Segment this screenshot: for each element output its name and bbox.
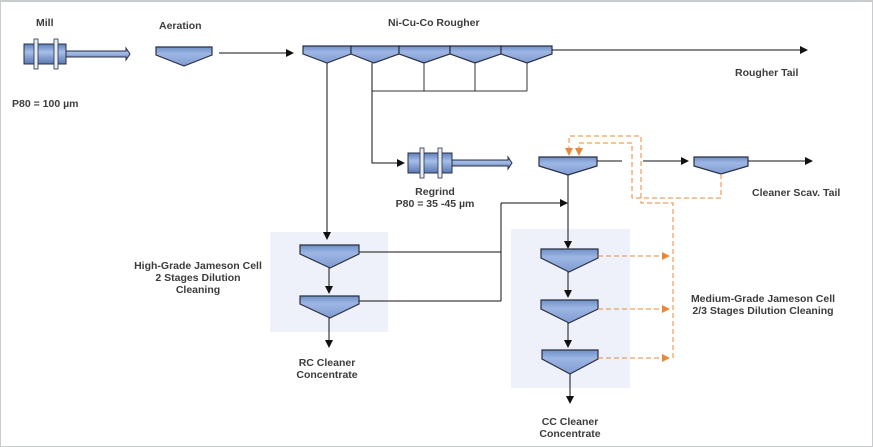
cleaner-scav-tail-label: Cleaner Scav. Tail — [752, 187, 841, 199]
cc-concentrate-line-2: Concentrate — [539, 428, 601, 440]
medium-grade-line-2: 2/3 Stages Dilution Cleaning — [692, 305, 834, 317]
rougher-tail-label: Rougher Tail — [735, 67, 799, 79]
high-grade-tails-lines — [359, 203, 502, 302]
rougher-bank — [302, 45, 553, 64]
high-grade-line-3: Cleaning — [175, 284, 221, 296]
medium-grade-label: Medium-Grade Jameson Cell 2/3 Stages Dil… — [683, 293, 843, 317]
medium-grade-line-1: Medium-Grade Jameson Cell — [690, 293, 836, 305]
mill-label: Mill — [36, 17, 54, 29]
high-grade-stage-1 — [299, 244, 360, 269]
regrind-label: Regrind P80 = 35 -45 µm — [385, 186, 485, 210]
regrind-mill-icon — [407, 147, 513, 179]
medium-grade-stage-3 — [541, 349, 599, 375]
medium-grade-stage-2 — [540, 299, 599, 324]
rc-concentrate-line-1: RC Cleaner — [298, 357, 356, 369]
aeration-cell — [155, 46, 213, 67]
cleaner-cell — [538, 156, 598, 176]
cleaner-scavenger-cell — [693, 156, 749, 175]
mill-icon — [23, 38, 131, 70]
high-grade-label: High-Grade Jameson Cell 2 Stages Dilutio… — [128, 260, 268, 296]
rougher-label: Ni-Cu-Co Rougher — [388, 17, 480, 29]
high-grade-line-1: High-Grade Jameson Cell — [134, 260, 262, 272]
mill-spec: P80 = 100 µm — [12, 98, 79, 110]
regrind-name: Regrind — [415, 186, 455, 198]
high-grade-stage-2 — [299, 295, 360, 319]
recycle-lines — [565, 135, 722, 362]
medium-grade-stage-1 — [540, 248, 599, 273]
flow-rougher-to-regrind — [371, 63, 405, 167]
aeration-label: Aeration — [159, 20, 202, 32]
rc-concentrate-label: RC Cleaner Concentrate — [277, 357, 377, 381]
regrind-spec: P80 = 35 -45 µm — [395, 198, 475, 210]
cc-concentrate-label: CC Cleaner Concentrate — [520, 416, 620, 440]
rc-concentrate-line-2: Concentrate — [296, 369, 358, 381]
cc-concentrate-line-1: CC Cleaner — [541, 416, 599, 428]
high-grade-line-2: 2 Stages Dilution — [155, 272, 241, 284]
rougher-collector-lines — [372, 63, 528, 92]
